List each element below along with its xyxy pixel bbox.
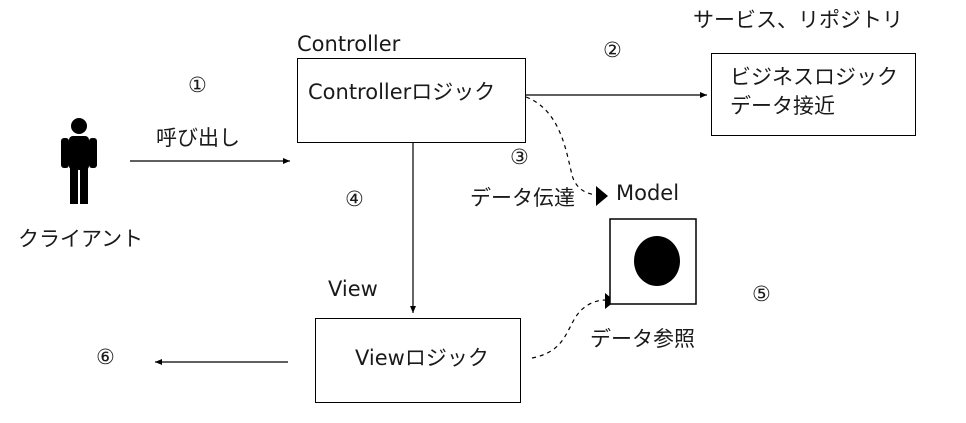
- data-transfer-label: データ伝達: [470, 186, 575, 210]
- step-6-label: ⑥: [96, 345, 115, 369]
- model-object-icon: [634, 236, 680, 286]
- step-1-label: ①: [188, 73, 207, 97]
- view-box: [315, 318, 521, 403]
- data-transfer-arrowhead: [596, 186, 608, 206]
- service-line-1: ビジネスロジック: [730, 65, 898, 89]
- step-5-label: ⑤: [752, 282, 771, 306]
- controller-title: Controller: [297, 32, 401, 56]
- step-3-label: ③: [510, 145, 529, 169]
- controller-box-text: Controllerロジック: [308, 80, 496, 104]
- view-box-text: Viewロジック: [355, 346, 489, 370]
- controller-box: [297, 58, 526, 143]
- view-title: View: [328, 277, 378, 301]
- person-icon: [61, 118, 97, 204]
- data-transfer-connector: [525, 96, 601, 196]
- data-reference-connector: [531, 299, 607, 359]
- client-label: クライアント: [18, 227, 144, 251]
- service-box: [711, 53, 916, 136]
- service-line-2: データ接近: [730, 94, 835, 118]
- step-4-label: ④: [345, 187, 364, 211]
- model-title: Model: [616, 181, 680, 205]
- call-label: 呼び出し: [156, 126, 240, 150]
- step-2-label: ②: [603, 38, 622, 62]
- data-reference-label: データ参照: [590, 327, 695, 351]
- service-title: サービス、リポジトリ: [693, 8, 903, 32]
